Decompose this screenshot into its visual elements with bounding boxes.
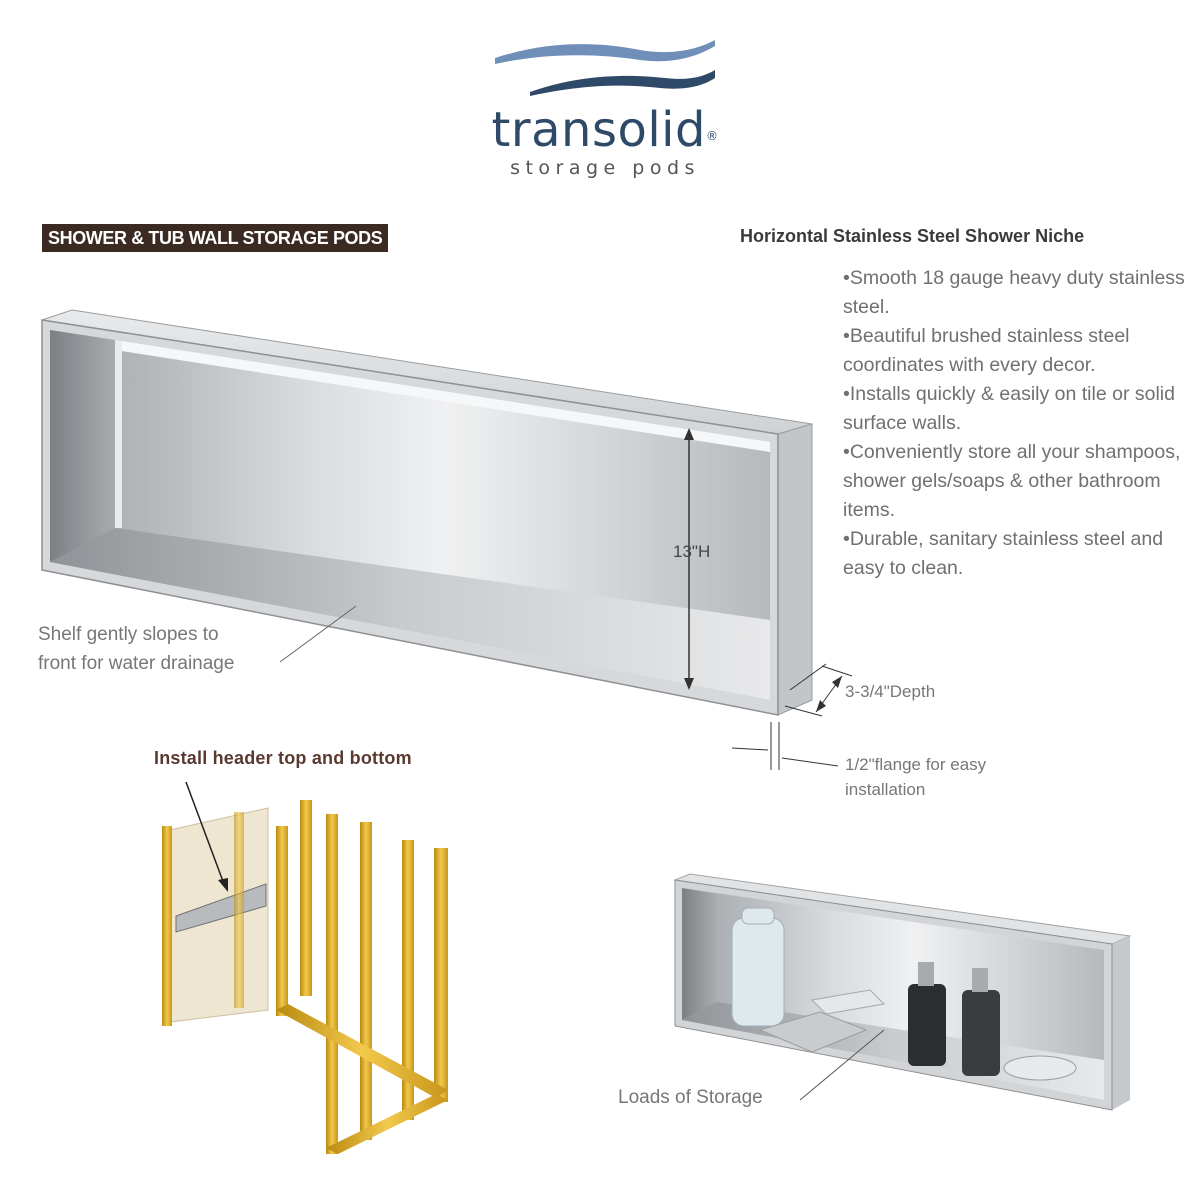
feature-item: Durable, sanitary stainless steel and ea…	[843, 525, 1188, 583]
brand-logo-text: transolid®	[480, 100, 730, 160]
logo-wave-graphic	[495, 40, 715, 96]
feature-list: Smooth 18 gauge heavy duty stainless ste…	[843, 264, 1188, 583]
feature-item: Beautiful brushed stainless steel coordi…	[843, 322, 1188, 380]
niche-storage-illustration	[673, 873, 1132, 1111]
wall-framing-illustration	[162, 781, 448, 1154]
feature-item: Conveniently store all your shampoos, sh…	[843, 438, 1188, 525]
install-callout: Install header top and bottom	[154, 748, 412, 768]
height-callout: 13"H	[673, 542, 711, 561]
shelf-callout-line2: front for water drainage	[38, 653, 235, 674]
flange-callout-line1: 1/2"flange for easy	[845, 755, 987, 774]
depth-callout: 3-3/4"Depth	[845, 682, 936, 701]
brand-tagline: storage pods	[510, 157, 700, 179]
feature-item: Installs quickly & easily on tile or sol…	[843, 380, 1188, 438]
shelf-callout-line1: Shelf gently slopes to	[38, 624, 219, 645]
section-banner: SHOWER & TUB WALL STORAGE PODS	[42, 224, 389, 252]
flange-callout-line2: installation	[845, 780, 926, 799]
storage-callout: Loads of Storage	[618, 1087, 763, 1108]
niche-main-illustration	[41, 309, 853, 770]
product-title: Horizontal Stainless Steel Shower Niche	[740, 226, 1085, 246]
brand-name: transolid	[491, 102, 706, 158]
feature-item: Smooth 18 gauge heavy duty stainless ste…	[843, 264, 1188, 322]
registered-mark: ®	[705, 129, 719, 143]
